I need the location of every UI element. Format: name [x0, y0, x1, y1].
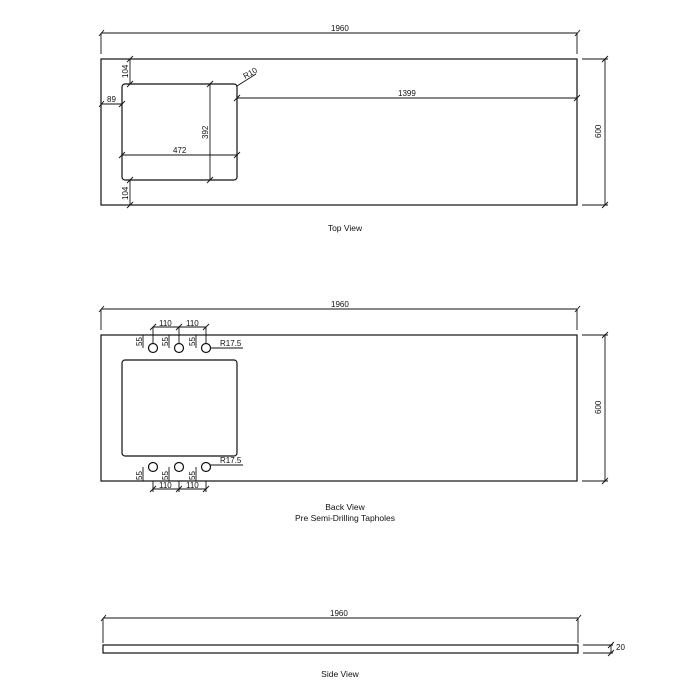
taphole-top-3	[200, 342, 212, 354]
dim-top-front-offset: 104	[121, 64, 130, 78]
dim-taphole-radius-top: R17.5	[220, 339, 242, 348]
top-view-slab-outline	[100, 58, 578, 206]
top-view-caption: Top View	[327, 223, 363, 233]
dim-taphole-spacing-top-1: 110	[159, 319, 172, 328]
dim-basin-width: 472	[173, 146, 187, 155]
dim-back-length: 1960	[331, 300, 349, 309]
dim-taphole-radius-bottom: R17.5	[220, 456, 242, 465]
back-view: 1960 600 110 110 55 55 55 R17.5	[98, 300, 609, 493]
dim-basin-depth: 392	[201, 125, 210, 139]
dim-side-thickness: 20	[616, 643, 625, 652]
back-view-basin-cutout	[121, 359, 238, 457]
dim-corner-radius: R10	[242, 65, 260, 80]
side-view-slab-outline	[102, 644, 579, 654]
dim-taphole-offset-top-1: 55	[135, 337, 144, 346]
back-view-subcaption: Pre Semi-Drilling Tapholes	[295, 513, 395, 523]
taphole-bottom-3	[200, 461, 212, 473]
taphole-top-2	[173, 342, 185, 354]
dim-taphole-spacing-bottom-1: 110	[159, 481, 172, 490]
dim-top-length: 1960	[331, 24, 349, 33]
dim-taphole-spacing-bottom-2: 110	[186, 481, 199, 490]
taphole-bottom-1	[147, 461, 159, 473]
top-view-basin-cutout	[121, 83, 238, 181]
side-view-caption: Side View	[321, 669, 359, 679]
dim-taphole-offset-bottom-1: 55	[135, 471, 144, 480]
dim-taphole-spacing-top-2: 110	[186, 319, 199, 328]
taphole-top-1	[147, 342, 159, 354]
dim-top-back-offset: 104	[121, 186, 130, 200]
dim-taphole-offset-top-3: 55	[188, 337, 197, 346]
back-view-slab-outline	[100, 334, 578, 482]
top-view: 1960 600 104 104 89 472 392 R10	[98, 24, 609, 209]
taphole-bottom-2	[173, 461, 185, 473]
side-view: 1960 20	[100, 609, 625, 657]
back-view-caption: Back View	[325, 502, 365, 512]
dim-offset-right: 1399	[398, 89, 416, 98]
dim-back-depth: 600	[594, 400, 603, 414]
dim-top-depth: 600	[594, 124, 603, 138]
dim-taphole-offset-bottom-3: 55	[188, 471, 197, 480]
dim-taphole-offset-top-2: 55	[161, 337, 170, 346]
dim-side-length: 1960	[330, 609, 348, 618]
dim-taphole-offset-bottom-2: 55	[161, 471, 170, 480]
dim-top-side-offset: 89	[107, 95, 116, 104]
